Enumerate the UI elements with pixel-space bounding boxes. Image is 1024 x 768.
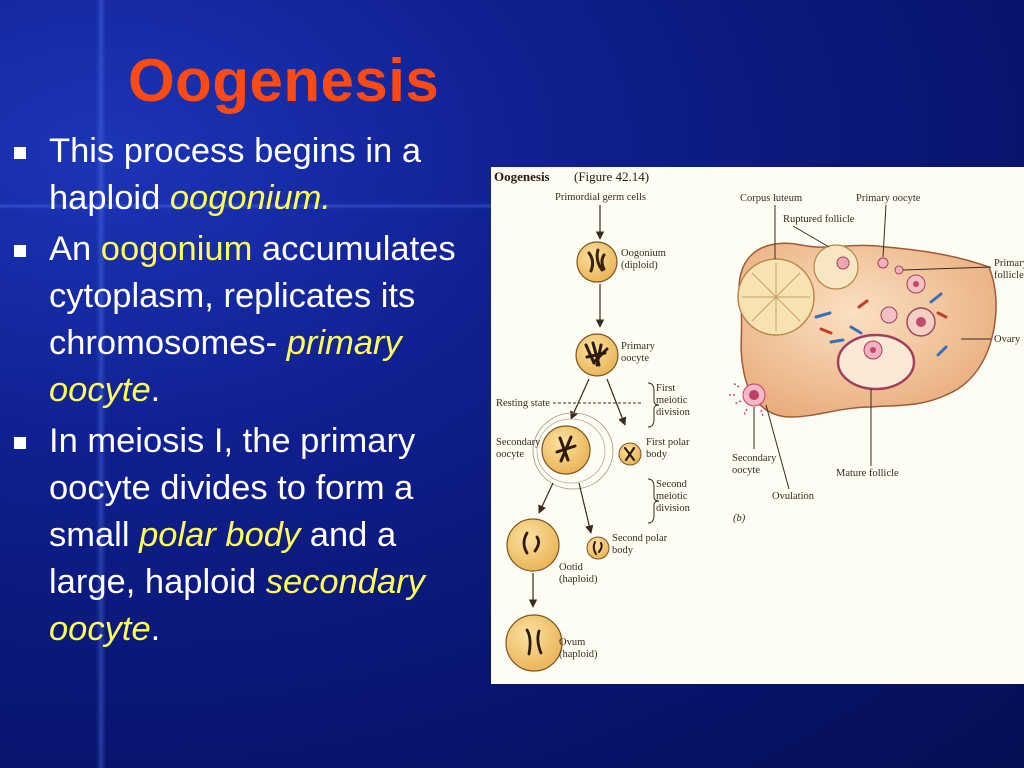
figure-reference: (Figure 42.14) <box>574 169 649 184</box>
label-secondary-oocyte-ovary: Secondary <box>732 453 777 464</box>
label-resting-state: Resting state <box>496 398 550 409</box>
label-mature-follicle: Mature follicle <box>836 468 899 479</box>
bullet-keyword: polar body <box>139 516 301 554</box>
slide-title: Oogenesis <box>128 47 440 114</box>
figure-heading: Oogenesis <box>494 169 550 184</box>
bullet-text: and a large, haploid <box>49 516 397 601</box>
bullet-keyword: primary oocyte <box>49 324 402 409</box>
label-second-meiotic-2: meiotic <box>656 491 688 502</box>
label-ovulation: Ovulation <box>772 491 815 502</box>
ovum-cell <box>505 614 563 672</box>
label-primary-follicle: Primary <box>994 258 1024 269</box>
label-secondary-oocyte: Secondary <box>496 437 541 448</box>
bullet-1: This process begins in a haploid oogoniu… <box>0 128 490 222</box>
label-primary-oocyte-ovary: Primary oocyte <box>856 193 921 204</box>
bullet-text: . <box>150 610 161 648</box>
secondary-oocyte-cell <box>532 412 614 490</box>
second-polar-body <box>586 536 610 560</box>
label-first-meiotic-3: division <box>656 407 691 418</box>
primary-oocyte-cell <box>575 333 619 377</box>
oogenesis-diagram: Oogenesis (Figure 42.14) Primordial germ… <box>494 169 1024 672</box>
label-ovum: Ovum <box>559 637 585 648</box>
label-ootid-haploid: (haploid) <box>559 574 598 585</box>
bullet-text: In meiosis I, the primary oocyte divides… <box>49 422 416 554</box>
bullet-text: . <box>150 371 161 409</box>
ootid-cell <box>506 518 560 572</box>
label-panel-b: (b) <box>733 513 746 524</box>
bullet-list: This process begins in a haploid oogoniu… <box>0 128 490 657</box>
label-secondary-oocyte-ovary-2: oocyte <box>732 465 760 476</box>
label-oogonium: Oogonium <box>621 248 666 259</box>
bullet-text: This process begins in a haploid <box>49 132 422 217</box>
label-first-meiotic-2: meiotic <box>656 395 688 406</box>
bullet-text: An <box>49 230 101 268</box>
label-second-polar-body-2: body <box>612 545 634 556</box>
label-primary-oocyte-2: oocyte <box>621 353 649 364</box>
oogenesis-figure: Oogenesis (Figure 42.14) Primordial germ… <box>491 167 1024 684</box>
label-second-meiotic-1: Second <box>656 479 688 490</box>
ovary-illustration <box>727 242 997 418</box>
label-first-meiotic-1: First <box>656 383 675 394</box>
bullet-3: In meiosis I, the primary oocyte divides… <box>0 418 490 653</box>
bullet-keyword: oogonium. <box>169 179 331 217</box>
label-ruptured-follicle: Ruptured follicle <box>783 214 855 225</box>
bullet-keyword: oogonium <box>100 230 253 268</box>
label-primary-follicle-2: follicle <box>994 270 1024 281</box>
label-second-meiotic-3: division <box>656 503 691 514</box>
background-glow-vertical <box>96 0 106 768</box>
background-glow-horizontal <box>0 203 500 209</box>
label-ovum-haploid: (haploid) <box>559 649 598 660</box>
label-primordial-germ-cells: Primordial germ cells <box>555 192 646 203</box>
label-first-polar-body-2: body <box>646 449 668 460</box>
bullet-keyword: secondary oocyte <box>49 563 425 648</box>
label-corpus-luteum: Corpus luteum <box>740 193 802 204</box>
label-ootid: Ootid <box>559 562 584 573</box>
oogonium-cell <box>576 241 618 283</box>
label-ovary: Ovary <box>994 334 1021 345</box>
label-first-polar-body: First polar <box>646 437 690 448</box>
bullet-text: accumulates cytoplasm, replicates its ch… <box>49 230 456 362</box>
bullet-2: An oogonium accumulates cytoplasm, repli… <box>0 226 490 414</box>
label-primary-oocyte: Primary <box>621 341 656 352</box>
first-polar-body <box>618 442 642 466</box>
label-second-polar-body: Second polar <box>612 533 668 544</box>
label-secondary-oocyte-2: oocyte <box>496 449 524 460</box>
label-oogonium-diploid: (diploid) <box>621 260 658 271</box>
